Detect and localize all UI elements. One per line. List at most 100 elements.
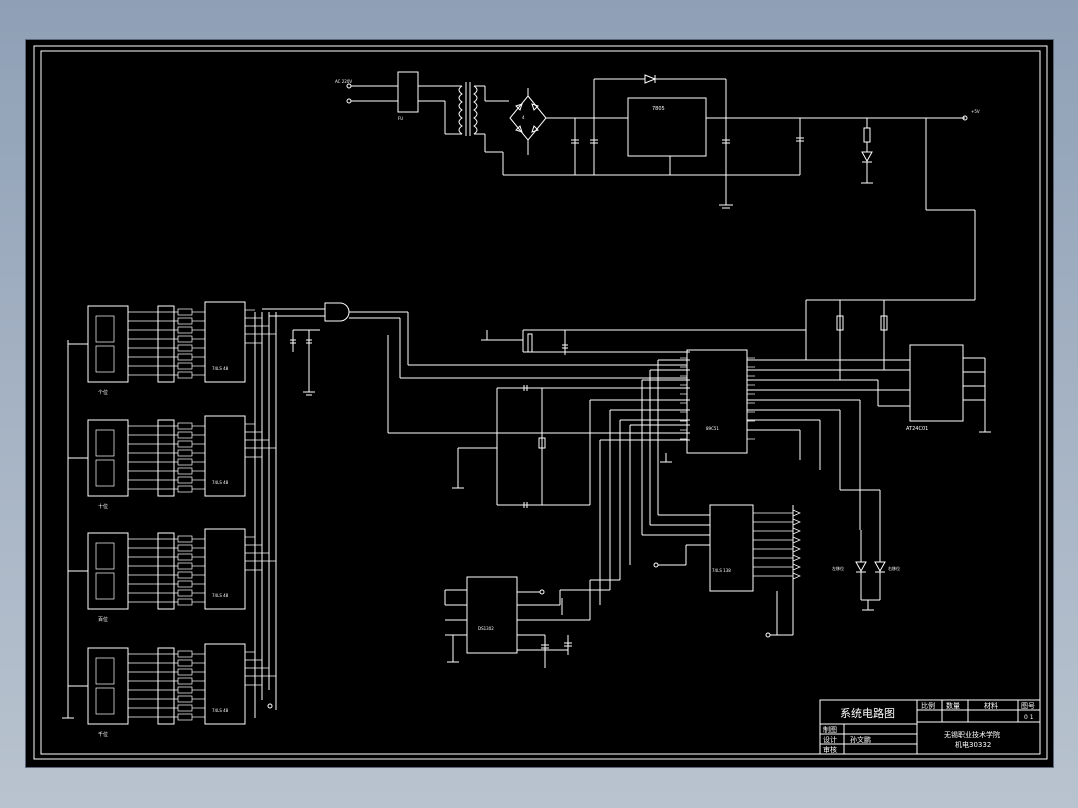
- resistor: [177, 598, 193, 606]
- output-arrow: [792, 554, 801, 562]
- transformer-primary: [458, 85, 463, 135]
- inner-frame: [40, 50, 1041, 755]
- seven-seg-display: [87, 532, 129, 610]
- resistor-array: [157, 305, 175, 383]
- vcc-label: +5V: [971, 109, 980, 114]
- output-arrow: [792, 572, 801, 580]
- fuse-switch: [397, 71, 419, 113]
- resistor: [177, 308, 193, 316]
- drawn-label: 制图: [823, 725, 837, 734]
- decoder-74ls138: [709, 504, 754, 592]
- digit-module: 十位 74LS 48: [68, 415, 276, 510]
- resistor: [177, 544, 193, 552]
- output-arrow: [792, 536, 801, 544]
- seg-upper: [95, 657, 115, 685]
- resistor: [177, 485, 193, 493]
- and-gate: [324, 302, 350, 322]
- output-arrow: [792, 527, 801, 535]
- bcd-decoder-chip: [204, 643, 246, 725]
- port-wires: 左移位 右移位: [747, 399, 900, 638]
- resistor: [177, 650, 193, 658]
- left-shift-label: 左移位: [832, 565, 844, 571]
- outer-frame: [33, 45, 1048, 760]
- bcd-decoder-chip: [204, 415, 246, 497]
- seg-upper: [95, 315, 115, 343]
- resistor: [177, 326, 193, 334]
- resistor: [177, 344, 193, 352]
- eeprom-label: AT24C01: [906, 426, 928, 432]
- resistor: [177, 440, 193, 448]
- resistor: [177, 422, 193, 430]
- digit-label: 十位: [98, 503, 108, 510]
- bcd-decoder-label: 74LS 48: [212, 480, 229, 485]
- bcd-decoder-label: 74LS 48: [212, 708, 229, 713]
- transformer-secondary: [473, 85, 478, 135]
- cad-viewport[interactable]: AC 220V FU 4: [26, 40, 1053, 767]
- resistor: [177, 535, 193, 543]
- ac-in-label: AC 220V: [335, 79, 352, 84]
- eeprom-section: AT24C01: [747, 300, 991, 433]
- dept-name: 机电30332: [955, 740, 991, 749]
- mcu-89c51: [686, 349, 748, 454]
- right-shift-label: 右移位: [888, 565, 900, 571]
- qty-label: 数量: [946, 701, 960, 710]
- bridge-label: 4: [522, 115, 525, 120]
- fuse-label: FU: [398, 116, 403, 121]
- clock-section: DS1302: [444, 409, 690, 668]
- resistor-array: [157, 647, 175, 725]
- left-led: [855, 561, 867, 573]
- resistor: [177, 449, 193, 457]
- display-routes: [561, 424, 690, 615]
- output-arrow: [792, 545, 801, 553]
- seg-lower: [95, 459, 115, 487]
- regulator-7805: [627, 97, 707, 157]
- clock-label: DS1302: [478, 626, 494, 631]
- power-supply: AC 220V FU 4: [335, 71, 980, 360]
- seg-lower: [95, 345, 115, 373]
- right-led: [874, 561, 886, 573]
- resistor: [177, 317, 193, 325]
- resistor: [177, 704, 193, 712]
- title-block: 系统电路图 比例 数量 材料 图号 0 1 制图 设计 孙文鹏 审核 无锡职业技…: [819, 699, 1041, 755]
- designer-name: 孙文鹏: [850, 735, 871, 744]
- ratio-label: 比例: [921, 701, 935, 710]
- resistor: [177, 580, 193, 588]
- resistor: [177, 467, 193, 475]
- seg-upper: [95, 429, 115, 457]
- school-name: 无锡职业技术学院: [944, 730, 1000, 739]
- digit-label: 百位: [98, 616, 108, 623]
- output-arrow: [792, 563, 801, 571]
- resistor: [177, 371, 193, 379]
- title-block-title: 系统电路图: [840, 707, 895, 720]
- resistor: [177, 476, 193, 484]
- decoder-label: 74LS 138: [712, 568, 731, 573]
- digit-label: 个位: [98, 389, 108, 396]
- digit-module: 百位 74LS 48: [68, 528, 276, 623]
- review-label: 审核: [823, 745, 837, 754]
- bcd-decoder-chip: [204, 528, 246, 610]
- drawing-no-value: 0 1: [1024, 714, 1034, 721]
- material-label: 材料: [984, 701, 998, 710]
- resistor: [177, 562, 193, 570]
- regulator-label: 7805: [652, 106, 665, 112]
- output-arrow: [792, 518, 801, 526]
- bcd-decoder-chip: [204, 301, 246, 383]
- digit-module: 个位 74LS 48: [68, 301, 276, 396]
- power-led: [861, 151, 873, 163]
- resistor: [177, 589, 193, 597]
- bcd-decoder-label: 74LS 48: [212, 593, 229, 598]
- seg-lower: [95, 572, 115, 600]
- resistor: [177, 353, 193, 361]
- clock-ds1302: [466, 576, 518, 654]
- design-label: 设计: [823, 735, 837, 744]
- mcu-section: 89C51: [387, 329, 806, 508]
- decoder-section: 74LS 138: [641, 359, 801, 592]
- display-bus: [62, 312, 277, 719]
- resistor: [177, 335, 193, 343]
- gate-and-caps: [262, 302, 690, 396]
- seg-lower: [95, 687, 115, 715]
- resistor: [177, 659, 193, 667]
- output-arrow: [792, 509, 801, 517]
- bcd-decoder-label: 74LS 48: [212, 366, 229, 371]
